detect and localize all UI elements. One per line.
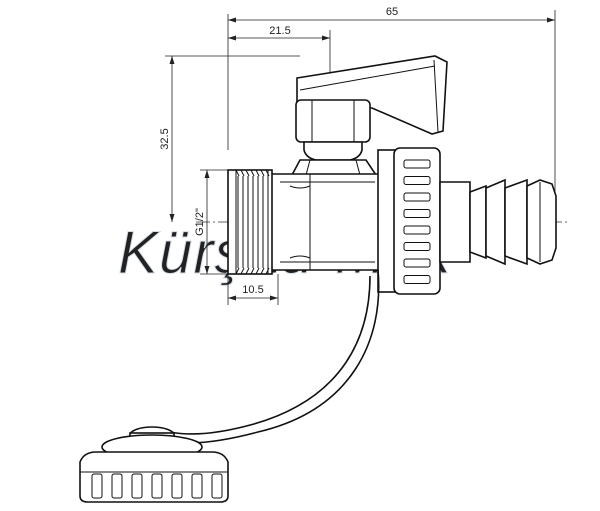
thread-tooth-top [260, 169, 265, 177]
thread-tooth-top [235, 169, 240, 177]
valve-stem-nut [290, 99, 378, 176]
thread-tooth-bottom [235, 267, 240, 275]
thread-tooth-bottom [240, 267, 245, 275]
nut-grip-rib [403, 275, 431, 284]
dimension-thread-length: 10.5 [227, 274, 279, 305]
cap-grip-rib [171, 473, 183, 499]
union-nut [377, 147, 441, 295]
dimension-label-handle-offset: 21.5 [269, 25, 290, 37]
thread-tooth-bottom [245, 267, 250, 275]
dimension-label-thread-length: 10.5 [242, 284, 263, 296]
dimension-label-thread: G1/2" [194, 208, 206, 236]
nut-grip-rib [403, 242, 431, 251]
thread-tooth-bottom [260, 267, 265, 275]
hose-tail [439, 178, 557, 266]
cap-grip-rib [211, 473, 223, 499]
thread-tooth-top [240, 169, 245, 177]
thread-tooth-bottom [255, 267, 260, 275]
thread-tooth-top [245, 169, 250, 177]
cap-grip-rib [191, 473, 203, 499]
nut-grip-rib [403, 159, 431, 169]
dimension-thread: G1/2" [194, 169, 228, 275]
nut-grip-rib [403, 192, 431, 202]
cap-strap [167, 269, 380, 444]
dimension-height: 32.5 [159, 55, 300, 222]
valve-body [269, 173, 381, 271]
cap-grip-rib [111, 473, 123, 499]
dimension-label-height: 32.5 [159, 128, 171, 149]
nut-grip-rib [403, 176, 431, 185]
thread-tooth-bottom [250, 267, 255, 275]
cap-grip-rib [131, 473, 143, 499]
thread-end [227, 169, 273, 275]
thread-tooth-top [250, 169, 255, 177]
dust-cap [79, 426, 229, 503]
cap-grip-rib [91, 473, 103, 499]
nut-grip-rib [403, 209, 431, 218]
thread-tooth-bottom [265, 267, 270, 275]
nut-grip-rib [403, 225, 431, 235]
dimension-overall-length: 65 [227, 6, 556, 210]
dimension-label-overall-length: 65 [386, 6, 398, 18]
thread-tooth-top [255, 169, 260, 177]
nut-grip-rib [403, 258, 431, 268]
thread-tooth-top [265, 169, 270, 177]
cap-grip-rib [151, 473, 163, 499]
